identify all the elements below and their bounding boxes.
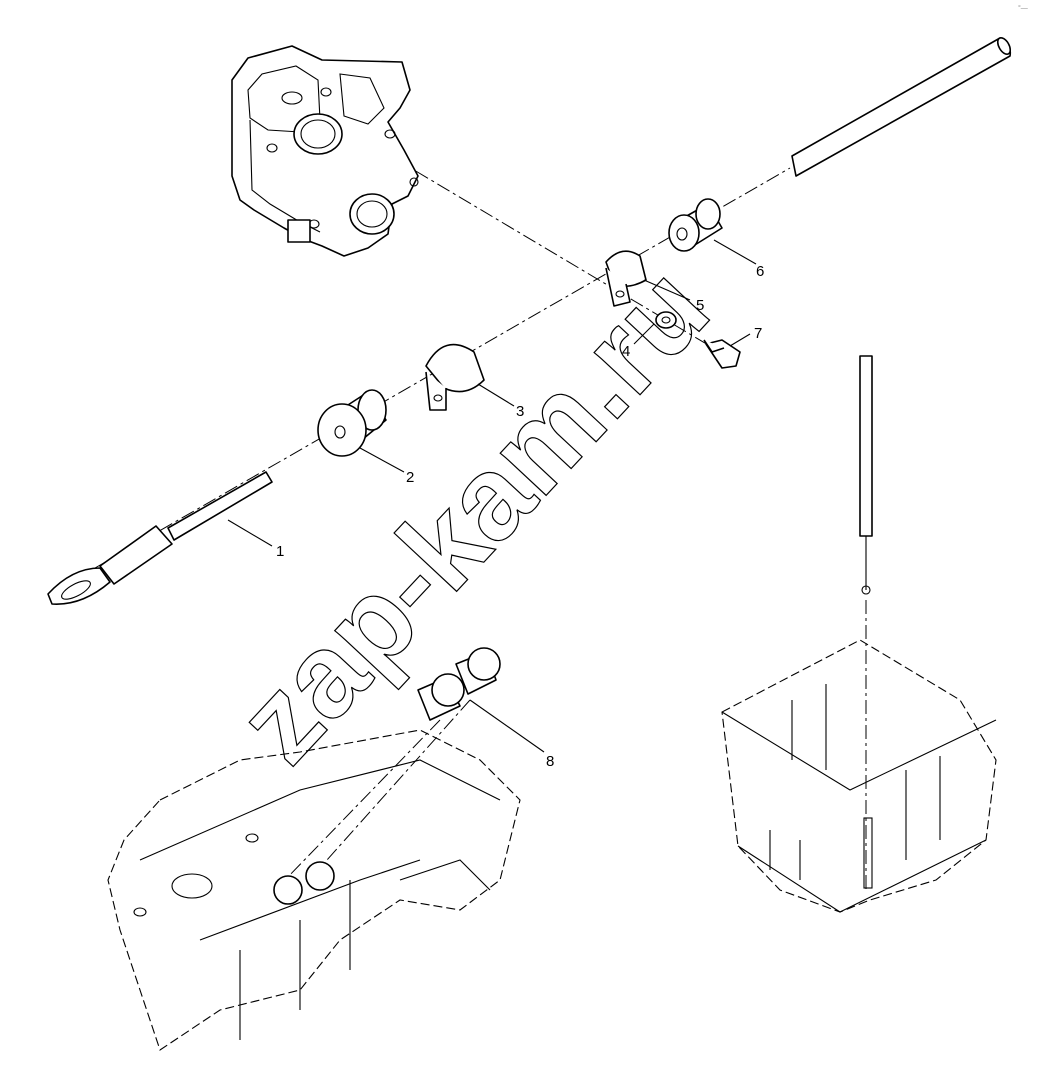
- part-2-bushing: [317, 389, 387, 457]
- oil-pan-rim: [721, 711, 997, 791]
- washer-4-inner: [661, 316, 671, 324]
- part-6-bushing: [668, 198, 723, 252]
- bolt-7-shank: [703, 339, 725, 353]
- block-webs: [239, 880, 351, 1040]
- part-5-clamp: [605, 250, 647, 307]
- leader-3: [477, 383, 515, 407]
- corner-mark: °—: [1018, 4, 1028, 12]
- leader-7: [729, 333, 751, 347]
- leader-1: [227, 519, 273, 547]
- callout-4: 4: [622, 343, 630, 360]
- housing-boss: [281, 91, 303, 105]
- housing-bolt-hole-2: [384, 129, 396, 139]
- bushing-2-face: [317, 403, 367, 457]
- housing-bore-lower-inner: [356, 200, 388, 228]
- block-hole-1: [245, 833, 259, 843]
- engine-block: [107, 729, 521, 1051]
- housing-bolt-hole-1: [320, 87, 332, 97]
- callout-5: 5: [696, 297, 704, 314]
- block-outline: [107, 729, 521, 1051]
- part-7-bolt: [703, 339, 741, 369]
- callout-2: 2: [406, 469, 414, 486]
- washer-4-outer: [655, 311, 677, 329]
- callout-3: 3: [516, 403, 524, 420]
- clamp-3-hole: [433, 394, 443, 402]
- housing-tab: [287, 219, 311, 243]
- watermark-text: zap-kam.ru: [212, 242, 733, 788]
- block-boss: [399, 859, 491, 891]
- leader-4: [633, 323, 655, 345]
- leader-2: [359, 447, 405, 473]
- bushing-6-face: [668, 214, 700, 252]
- callout-8: 8: [546, 753, 554, 770]
- dipstick-1-ring-hole: [61, 580, 91, 600]
- leader-6: [713, 239, 757, 265]
- dipstick-1-grip: [99, 525, 173, 585]
- part-1-dipstick: [47, 471, 273, 605]
- housing-bore-upper-inner: [300, 119, 336, 149]
- tube-body: [791, 37, 1012, 177]
- housing-bolt-hole-5: [409, 177, 419, 187]
- plug-axis-line-b: [317, 699, 471, 871]
- part-8-plugs: [417, 647, 501, 721]
- clamp-3-band: [425, 343, 485, 393]
- part-4-washer: [655, 311, 677, 329]
- oil-pan-outline: [721, 639, 997, 913]
- callout-1: 1: [276, 543, 284, 560]
- housing-bore-lower: [349, 193, 395, 235]
- leader-5: [643, 279, 691, 301]
- block-deck: [199, 859, 421, 941]
- oil-pan-group: [721, 355, 997, 913]
- callouts: 1 2 3 4 5 6 7 8: [276, 263, 764, 770]
- leader-8: [469, 699, 545, 753]
- bushing-6-flange: [695, 198, 721, 230]
- lower-dipstick-tube: [859, 355, 873, 537]
- housing-bolt-hole-4: [266, 143, 278, 153]
- plug-8b-cap: [467, 647, 501, 681]
- clamp-5-hole: [615, 290, 625, 298]
- tube-end: [996, 37, 1012, 55]
- block-hole-2: [133, 907, 147, 917]
- oil-pan-tube-socket: [863, 817, 873, 889]
- oil-pan-ribs: [769, 684, 941, 880]
- part-3-clamp: [425, 343, 485, 411]
- bushing-2-hole: [334, 425, 346, 439]
- oil-pan-bottom: [737, 839, 987, 913]
- plug-axis-line-a: [284, 719, 441, 881]
- block-top-edge: [139, 759, 501, 861]
- bushing-6-hole: [676, 227, 688, 241]
- callout-7: 7: [754, 325, 762, 342]
- clamp-5-tab: [605, 267, 631, 307]
- plug-8a-cap: [431, 673, 465, 707]
- block-port-b: [305, 861, 335, 891]
- callout-leaders: [227, 239, 757, 753]
- block-bore: [171, 873, 213, 899]
- block-port-a: [273, 875, 303, 905]
- lower-dipstick-tip: [861, 585, 871, 595]
- dipstick-1-rod: [167, 471, 273, 541]
- callout-6: 6: [756, 263, 764, 280]
- dipstick-1-ring: [47, 567, 111, 605]
- housing-rib: [339, 73, 385, 125]
- dipstick-tube: [791, 37, 1012, 177]
- gear-housing: [231, 45, 419, 257]
